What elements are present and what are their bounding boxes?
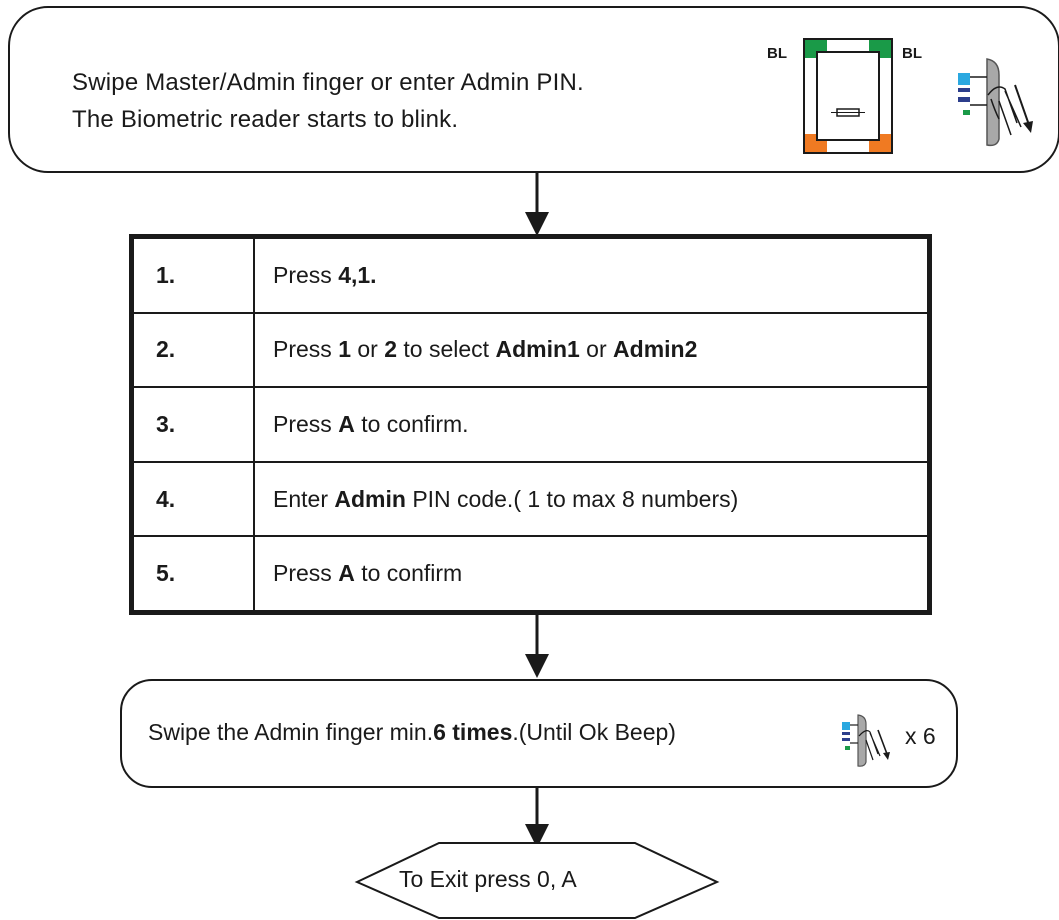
step-text: PIN code.( 1 to max 8 numbers) [405, 485, 739, 512]
swipe-repeat-count: x 6 [905, 723, 936, 749]
steps-table-grid: 1.Press 4,1.2.Press 1 or 2 to select Adm… [132, 237, 929, 612]
step-keyword: A [338, 410, 355, 437]
step-instruction: Press A to confirm [253, 535, 929, 612]
step-text: to confirm. [354, 410, 469, 437]
down-arrow-icon [525, 615, 549, 678]
swipe-step-text: Swipe the Admin finger min.6 times.(Unti… [148, 719, 676, 746]
finger-swipe-icon [958, 58, 1033, 147]
steps-table: 1.Press 4,1.2.Press 1 or 2 to select Adm… [129, 234, 932, 615]
step-row: 5.Press A to confirm [132, 535, 929, 612]
step-row: 1.Press 4,1. [132, 237, 929, 314]
step-text: or [579, 336, 614, 363]
fingerprint-reader-icon [803, 38, 893, 154]
led-label-left: BL [767, 45, 787, 62]
step-text: Press [273, 261, 339, 288]
step-number: 4. [132, 460, 255, 538]
step-number: 3. [132, 386, 255, 463]
step-instruction: Press 1 or 2 to select Admin1 or Admin2 [253, 311, 929, 389]
start-step-text: Swipe Master/Admin finger or enter Admin… [72, 64, 584, 138]
step-row: 4.Enter Admin PIN code.( 1 to max 8 numb… [132, 460, 929, 538]
step-text: Press [273, 336, 339, 363]
start-line-1: Swipe Master/Admin finger or enter Admin… [72, 69, 584, 96]
swipe-step-box [120, 679, 958, 788]
step-instruction: Press 4,1. [253, 237, 929, 314]
step-keyword: Admin [334, 485, 406, 512]
step-keyword: 2 [384, 336, 398, 363]
step-keyword: Admin1 [495, 336, 580, 363]
step-text: to confirm [354, 560, 463, 587]
step-instruction: Enter Admin PIN code.( 1 to max 8 number… [253, 460, 929, 538]
down-arrow-icon [525, 173, 549, 236]
step-keyword: A [338, 560, 355, 587]
exit-hexagon [354, 842, 720, 919]
step-number: 2. [132, 311, 255, 389]
step-keyword: 4,1. [338, 261, 377, 288]
start-line-2: The Biometric reader starts to blink. [72, 106, 459, 133]
step-instruction: Press A to confirm. [253, 386, 929, 463]
step-keyword: Admin2 [613, 336, 698, 363]
exit-label: To Exit press 0, A [399, 866, 577, 892]
swipe-count-bold: 6 times [433, 719, 513, 745]
swipe-prefix: Swipe the Admin finger min. [148, 719, 434, 745]
step-row: 2.Press 1 or 2 to select Admin1 or Admin… [132, 311, 929, 389]
step-text: to select [397, 336, 496, 363]
finger-swipe-icon [842, 714, 890, 767]
led-label-right: BL [902, 45, 922, 62]
step-keyword: 1 [338, 336, 351, 363]
step-text: Press [273, 560, 339, 587]
step-number: 1. [132, 237, 255, 314]
step-text: Press [273, 410, 339, 437]
step-row: 3.Press A to confirm. [132, 386, 929, 463]
down-arrow-icon [525, 788, 549, 848]
step-text: Enter [273, 485, 335, 512]
step-text: or [350, 336, 385, 363]
swipe-suffix: .(Until Ok Beep) [512, 719, 676, 745]
step-number: 5. [132, 535, 255, 612]
